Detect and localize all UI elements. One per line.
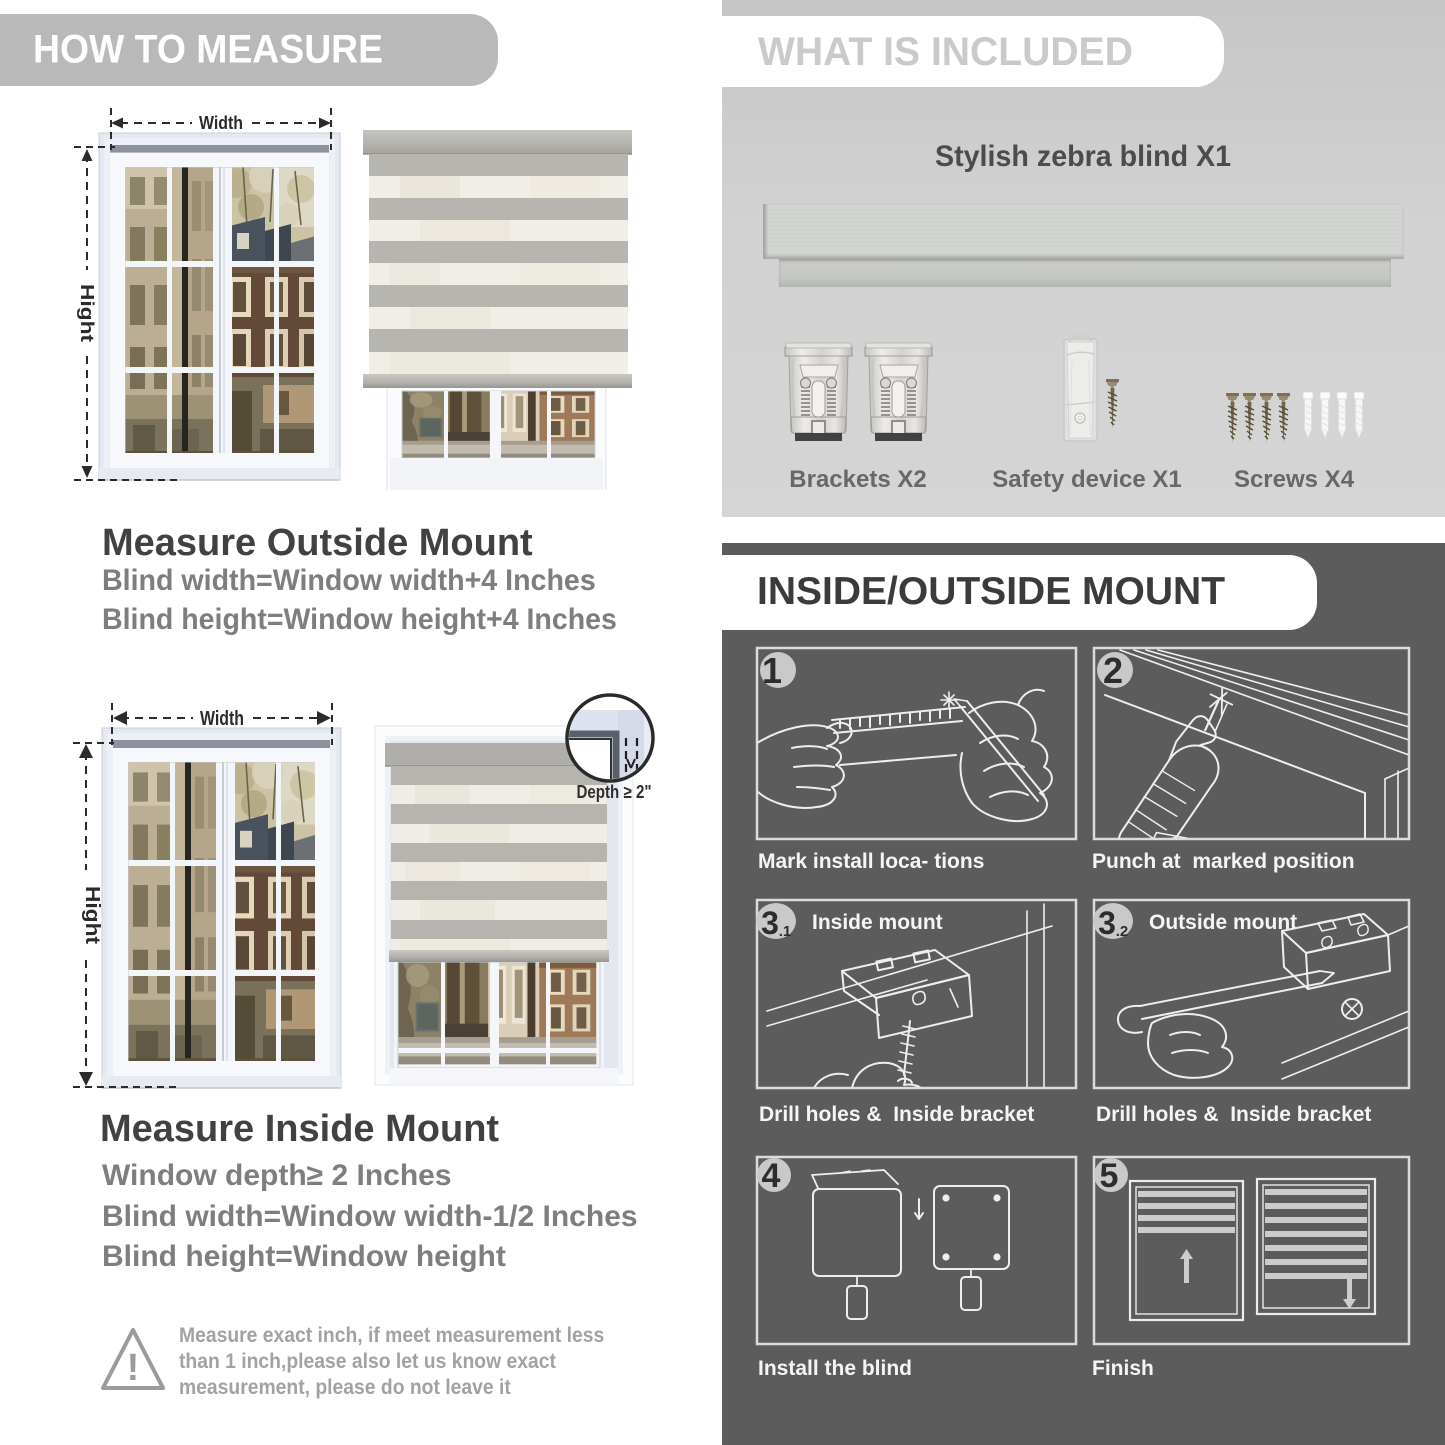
svg-text:5: 5 [1100,1157,1119,1195]
svg-text:4: 4 [762,1157,781,1195]
svg-text:Install the blind: Install the blind [758,1357,912,1380]
svg-text:.1: .1 [779,923,792,940]
svg-text:1: 1 [762,650,782,691]
svg-text:3: 3 [1098,905,1116,941]
svg-text:Hight: Hight [81,886,103,944]
svg-text:Hight: Hight [77,284,97,342]
svg-text:Punch at marked position: Punch at marked position [1092,850,1355,873]
svg-text:Outside mount: Outside mount [1149,911,1297,934]
svg-text:!: ! [127,1347,140,1389]
svg-text:Drill holes & Inside bracket: Drill holes & Inside bracket [759,1103,1034,1126]
svg-text:.2: .2 [1116,923,1129,940]
svg-text:Finish: Finish [1092,1357,1154,1380]
svg-text:2: 2 [1103,650,1123,691]
svg-text:Drill holes & Inside bracket: Drill holes & Inside bracket [1096,1103,1371,1126]
svg-text:Depth ≥ 2": Depth ≥ 2" [577,782,652,802]
svg-text:Inside mount: Inside mount [812,911,943,934]
svg-text:Width: Width [200,708,244,730]
svg-text:Width: Width [199,113,243,133]
svg-text:3: 3 [761,905,779,941]
svg-text:Mark install loca- tions: Mark install loca- tions [758,850,984,873]
